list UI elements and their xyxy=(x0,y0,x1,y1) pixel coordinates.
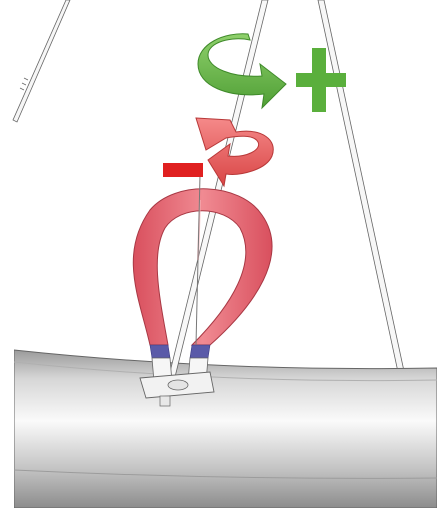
minus-sign xyxy=(163,163,203,177)
